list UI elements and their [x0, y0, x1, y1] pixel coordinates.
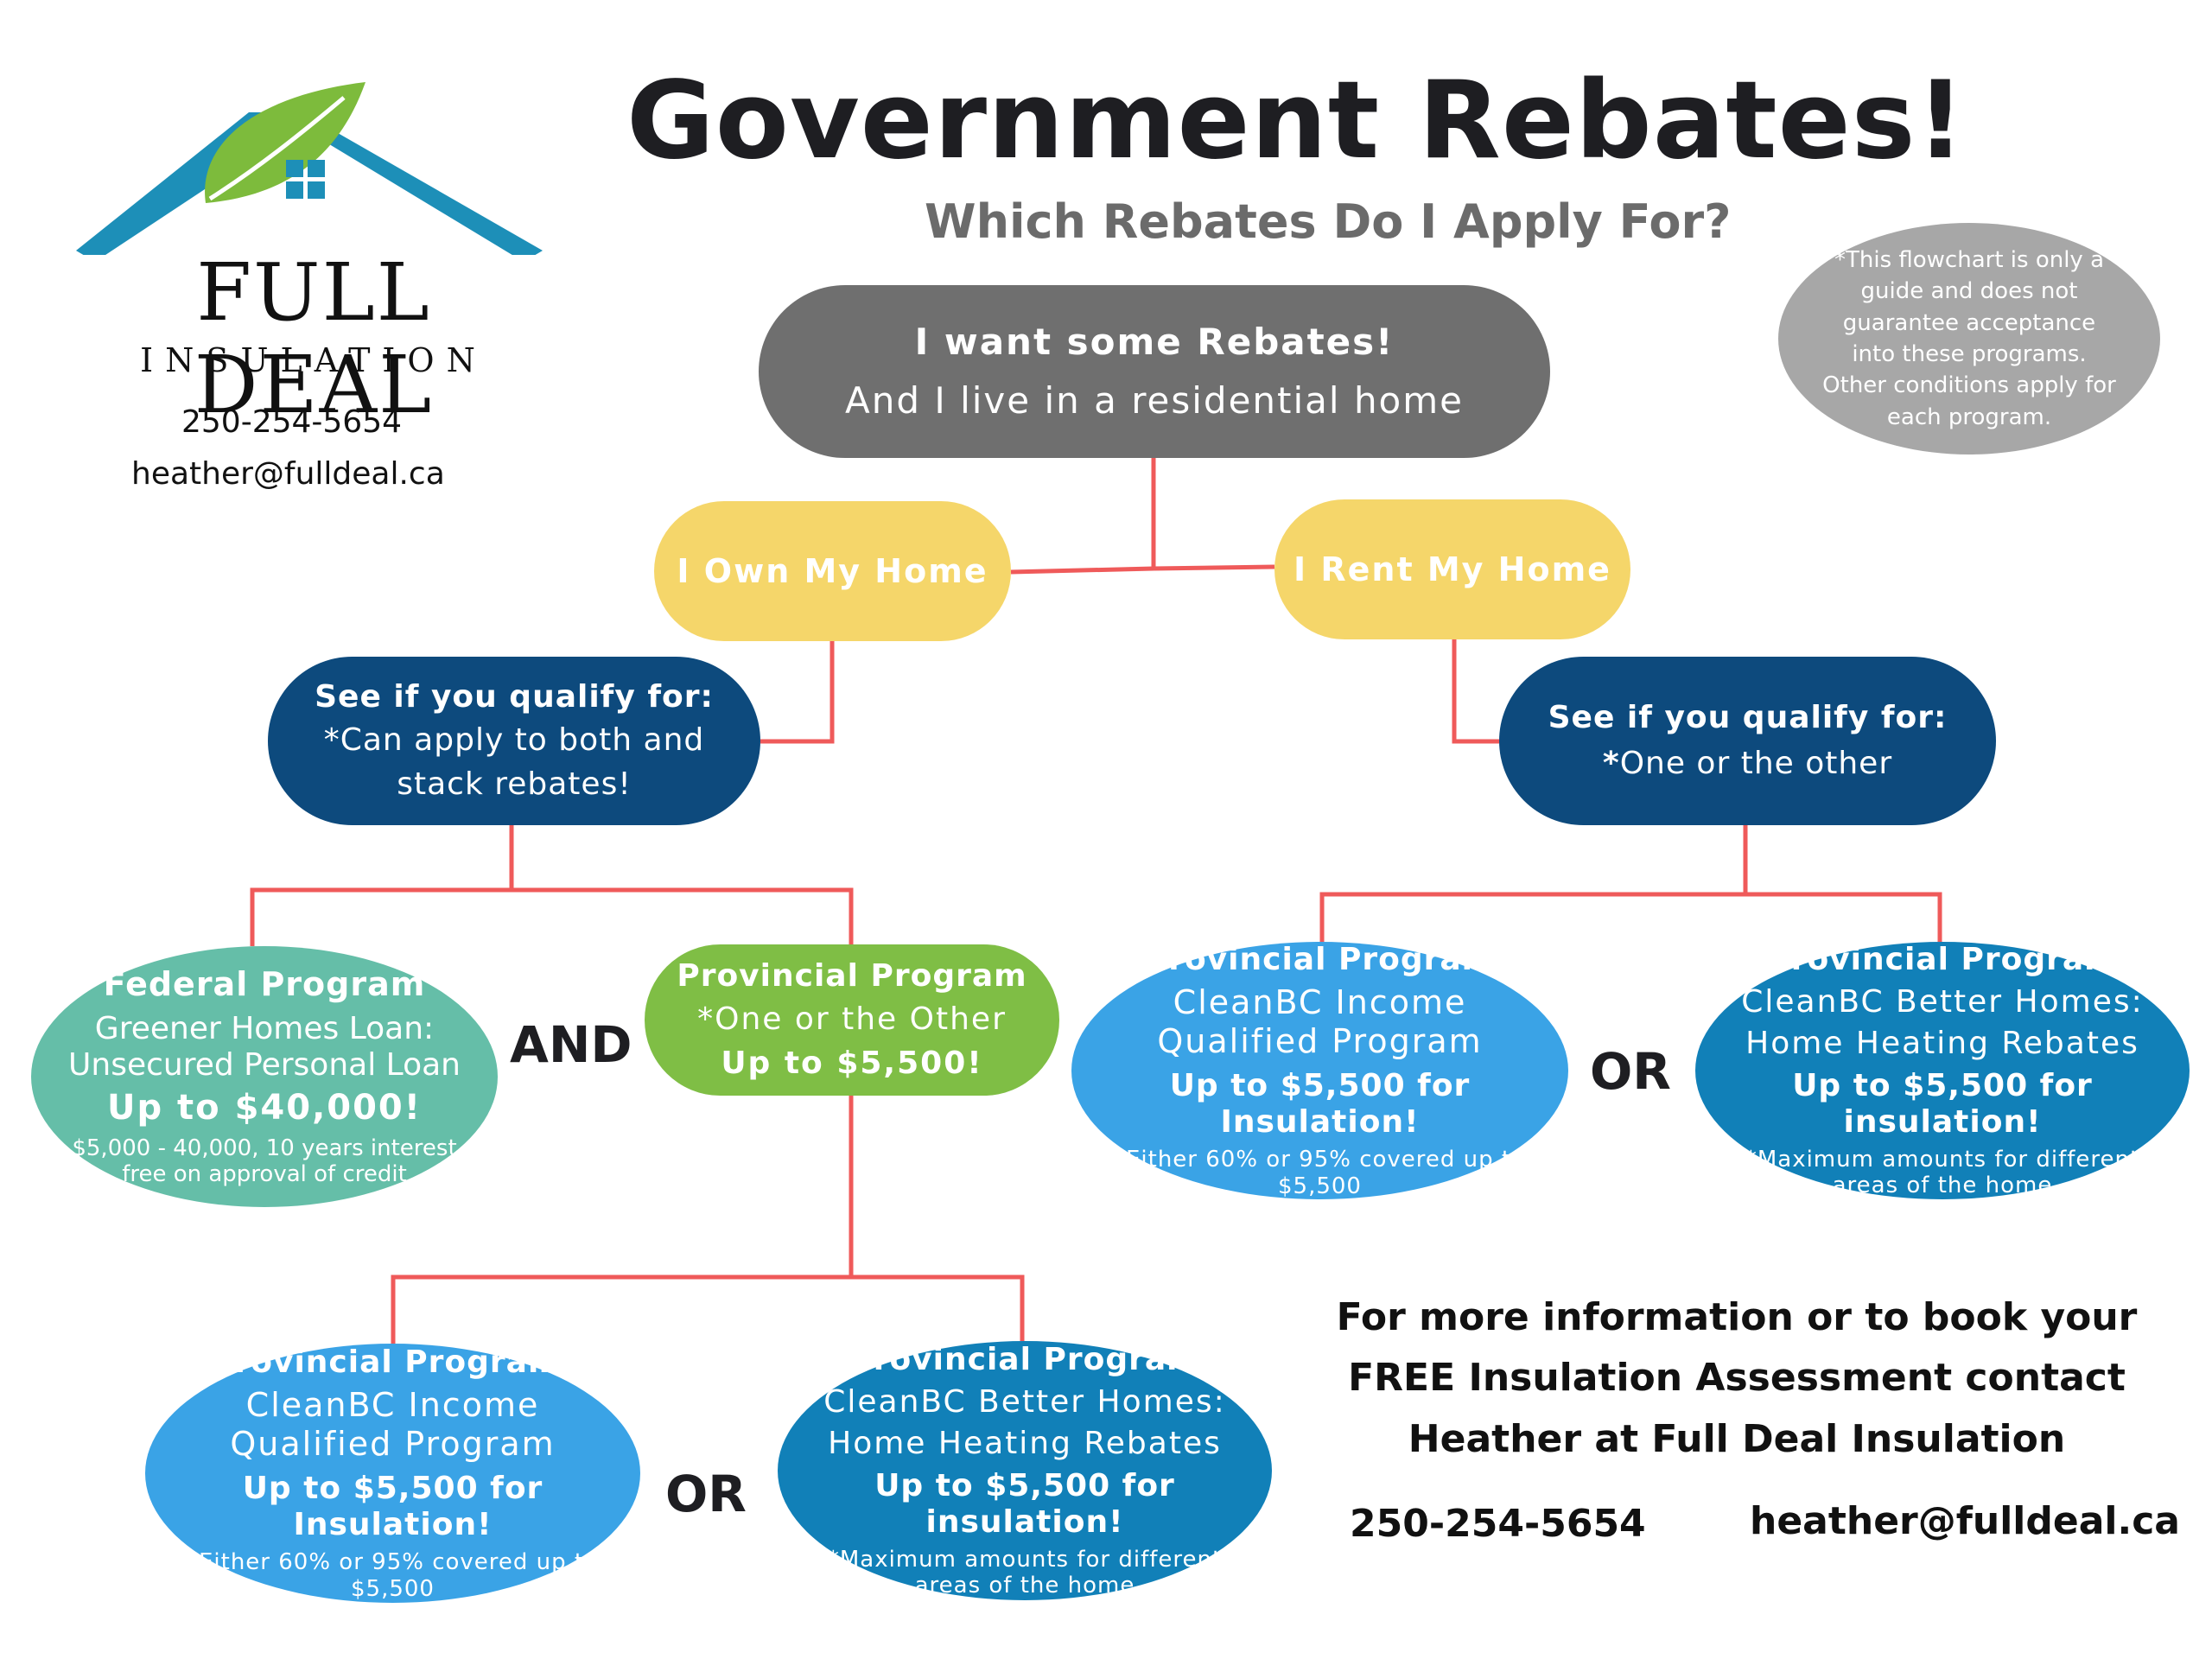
own-home-label: I Own My Home [677, 551, 988, 590]
rent-qualify-line1: See if you qualify for: [1548, 700, 1948, 736]
own-better-homes-node: Provincial Program CleanBC Better Homes:… [778, 1341, 1272, 1600]
rent-better-title: Provincial Program [1767, 942, 2118, 978]
house-roof-icon [76, 82, 543, 262]
own-better-line1: CleanBC Better Homes: [823, 1383, 1226, 1420]
brand-email[interactable]: heather@fulldeal.ca [131, 456, 445, 492]
connector-own-qualify [760, 641, 835, 744]
own-better-amount: Up to $5,500 for insulation! [874, 1467, 1175, 1541]
footer-line1: For more information or to book your [1336, 1295, 2138, 1339]
connector-rent-split [1319, 825, 1748, 942]
own-income-note1: *Either 60% or 95% covered up to [186, 1548, 600, 1575]
rent-income-program-node: Provincial Program CleanBC Income Qualif… [1071, 942, 1568, 1199]
provincial-own-amount: Up to $5,500! [721, 1045, 983, 1081]
window-icon [286, 160, 325, 199]
own-income-title: Provincial Program: [211, 1344, 575, 1380]
rent-better-note2: areas of the home [1832, 1173, 2053, 1199]
footer-cta: For more information or to book your FRE… [1296, 1287, 2177, 1470]
own-income-line1: CleanBC Income [245, 1386, 540, 1425]
rent-qualify-line2: One or the other [1619, 745, 1893, 781]
connector-own-split-right [512, 887, 854, 944]
provincial-own-title: Provincial Program [677, 957, 1027, 994]
rent-better-amount: Up to $5,500 for insulation! [1792, 1067, 2093, 1141]
rent-better-line2: Home Heating Rebates [1745, 1026, 2139, 1062]
connector-prov-right [851, 1274, 1025, 1341]
disclaimer-badge: *This flowchart is only a guide and does… [1778, 223, 2160, 454]
rent-income-note1: *Either 60% or 95% covered up to [1113, 1146, 1527, 1173]
rent-better-note1: *Maximum amounts for different [1745, 1146, 2140, 1173]
provincial-own-line1: *One or the Other [697, 1001, 1007, 1038]
rent-home-node[interactable]: I Rent My Home [1274, 499, 1630, 639]
start-line2: And I live in a residential home [844, 379, 1465, 422]
connector-own-split [250, 825, 514, 946]
federal-line2: Unsecured Personal Loan [68, 1047, 461, 1084]
logo: FULL DEAL INSULATION [76, 73, 543, 431]
provincial-own-node: Provincial Program *One or the Other Up … [645, 944, 1059, 1096]
rent-qualify-node: See if you qualify for: *One or the othe… [1499, 657, 1996, 825]
rent-income-line2: Qualified Program [1157, 1022, 1483, 1061]
rent-income-title: Provincial Program [1144, 941, 1496, 977]
footer-email[interactable]: heather@fulldeal.ca [1750, 1499, 2180, 1543]
page-subtitle: Which Rebates Do I Apply For? [925, 194, 1732, 249]
own-income-amount: Up to $5,500 for Insulation! [242, 1470, 543, 1543]
rent-better-line1: CleanBC Better Homes: [1741, 983, 2144, 1020]
own-home-node[interactable]: I Own My Home [654, 501, 1011, 641]
own-better-line2: Home Heating Rebates [828, 1426, 1222, 1462]
rent-qualify-star: * [1602, 745, 1620, 781]
or-label-top: OR [1590, 1042, 1671, 1101]
connector-rent-split-right [1745, 892, 1942, 942]
federal-title: Federal Program [103, 964, 426, 1003]
brand-tagline: INSULATION [140, 341, 487, 379]
own-qualify-line2: *Can apply to both and [323, 722, 705, 759]
start-line1: I want some Rebates! [914, 321, 1395, 364]
connector-prov-left [391, 1274, 851, 1344]
own-better-note1: *Maximum amounts for different [827, 1546, 1223, 1573]
own-qualify-line1: See if you qualify for: [315, 678, 714, 715]
rent-qualify-line2-wrap: *One or the other [1603, 746, 1892, 782]
brand-name: FULL DEAL [194, 246, 434, 431]
federal-amount: Up to $40,000! [107, 1087, 422, 1128]
footer-line3: Heather at Full Deal Insulation [1408, 1416, 2066, 1461]
rent-income-note2: $5,500 [1278, 1173, 1362, 1199]
rent-home-label: I Rent My Home [1294, 550, 1611, 588]
federal-note2: free on approval of credit [122, 1161, 407, 1188]
own-income-program-node: Provincial Program: CleanBC Income Quali… [145, 1344, 640, 1603]
connector-to-rent [1153, 564, 1275, 571]
rent-better-homes-node: Provincial Program CleanBC Better Homes:… [1695, 942, 2190, 1199]
brand-phone[interactable]: 250-254-5654 [181, 404, 403, 440]
federal-line1: Greener Homes Loan: [94, 1010, 435, 1046]
federal-program-node: Federal Program Greener Homes Loan: Unse… [31, 946, 498, 1207]
rent-income-line1: CleanBC Income [1173, 983, 1467, 1022]
own-income-note2: $5,500 [351, 1575, 435, 1602]
footer-line2: FREE Insulation Assessment contact [1348, 1356, 2126, 1401]
own-qualify-line3: stack rebates! [397, 766, 632, 802]
connector-to-own [1010, 566, 1154, 575]
federal-note1: $5,000 - 40,000, 10 years interest [72, 1135, 457, 1161]
rent-income-amount: Up to $5,500 for Insulation! [1169, 1067, 1471, 1141]
and-label: AND [510, 1015, 632, 1074]
page-title: Government Rebates! [626, 59, 1967, 183]
start-node: I want some Rebates! And I live in a res… [759, 285, 1550, 458]
footer-phone[interactable]: 250-254-5654 [1350, 1502, 1646, 1546]
own-better-note2: areas of the home [914, 1573, 1135, 1599]
own-better-title: Provincial Program [849, 1342, 1200, 1378]
disclaimer-text: *This flowchart is only a guide and does… [1822, 246, 2116, 430]
connector-rent-qualify [1452, 639, 1499, 744]
own-qualify-node: See if you qualify for: *Can apply to bo… [268, 657, 760, 825]
or-label-bottom: OR [665, 1465, 747, 1523]
own-income-line2: Qualified Program [230, 1425, 556, 1464]
